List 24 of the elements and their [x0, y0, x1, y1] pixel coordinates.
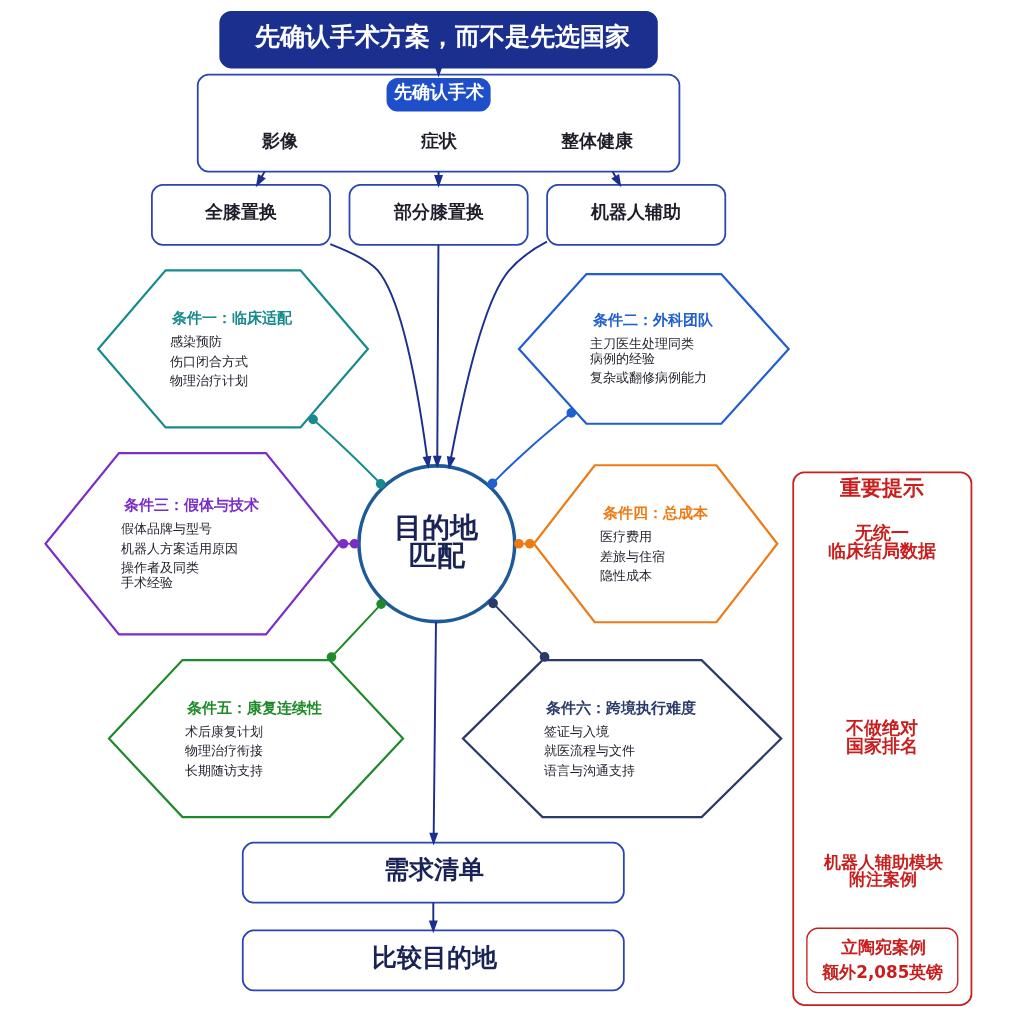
- node-box: 立陶宛案例 额外2,085英镑: [806, 927, 959, 994]
- node-text: 不做绝对国家排名: [846, 718, 919, 756]
- arrow: [428, 901, 438, 934]
- arrow: [446, 240, 548, 470]
- node-box: 部分膝置换: [348, 183, 529, 246]
- connector: [326, 599, 386, 662]
- connector: [338, 538, 360, 549]
- node-box: 全膝置换: [151, 183, 331, 246]
- node-text: 无统一临床结局数据: [828, 523, 937, 561]
- arrow: [432, 244, 442, 469]
- arrow: [429, 620, 439, 846]
- node-text: 症状: [420, 130, 457, 151]
- connector: [487, 408, 577, 489]
- node-text: 影像: [262, 130, 299, 151]
- node-circle: 目的地匹配: [357, 464, 517, 624]
- node-box: 机器人辅助: [546, 183, 727, 246]
- connector: [308, 414, 386, 489]
- connector: [514, 538, 535, 549]
- node-text: 整体健康: [561, 130, 634, 151]
- node-text: 机器人辅助模块附注案例: [824, 852, 944, 890]
- node-box: 需求清单: [241, 841, 625, 904]
- connector: [488, 598, 550, 662]
- arrow: [329, 243, 432, 470]
- node-box: 比较目的地: [241, 929, 625, 992]
